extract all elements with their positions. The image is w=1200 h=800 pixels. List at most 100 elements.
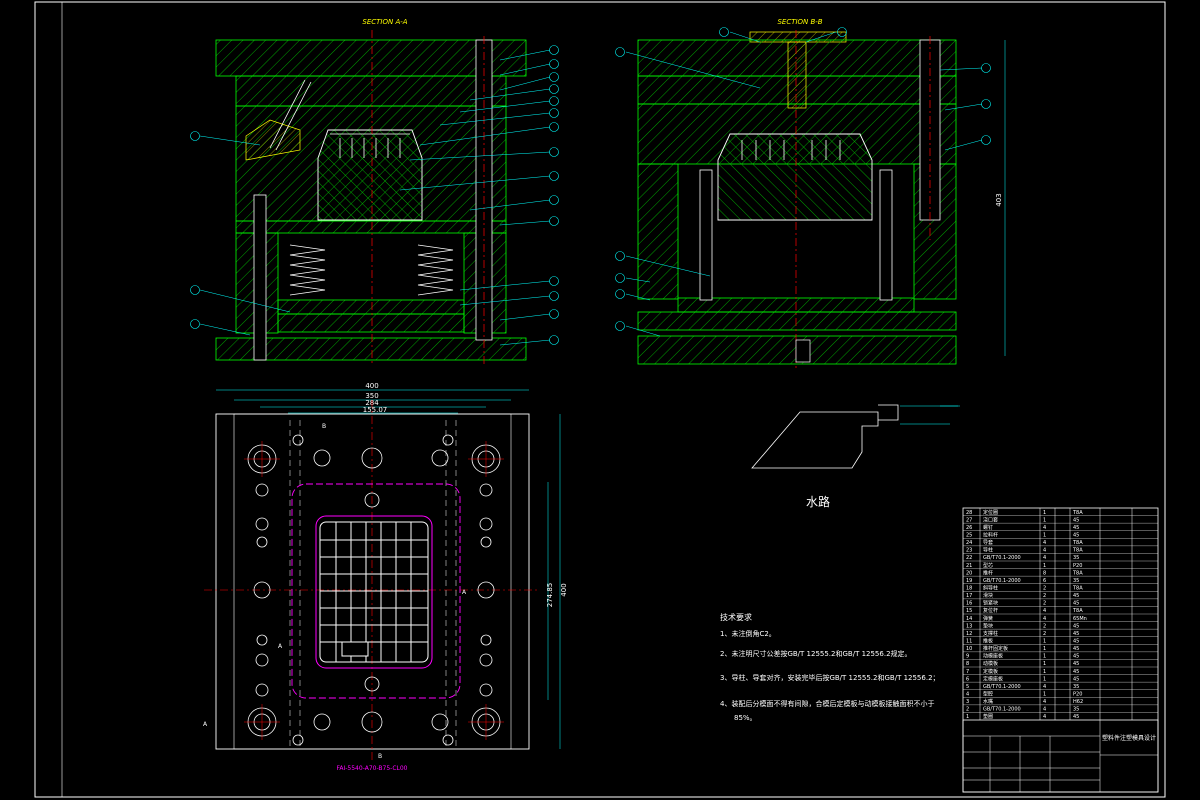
bom-cell-no: 8	[966, 661, 969, 667]
bom-cell-mat: P20	[1073, 691, 1082, 697]
notes-title: 技术要求	[720, 612, 752, 622]
bom-cell-qty: 4	[1043, 608, 1046, 614]
cut-a-right: A	[462, 589, 467, 596]
bom-cell-no: 23	[966, 548, 972, 554]
bom-cell-name: 导柱	[983, 547, 993, 554]
bom-cell-mat: 45	[1073, 669, 1079, 675]
bom-cell-qty: 2	[1043, 585, 1046, 591]
bom-cell-name: 推杆固定板	[983, 645, 1008, 652]
bom-cell-qty: 4	[1043, 699, 1046, 705]
bom-cell-mat: 45	[1073, 593, 1079, 599]
notes-item-4: 4、装配后分模面不得有间隙，合模后定模板与动模板接触面积不小于	[720, 699, 934, 708]
bom-cell-qty: 4	[1043, 684, 1046, 690]
bom-cell-no: 9	[966, 654, 969, 660]
bom-cell-mat: 45	[1073, 601, 1079, 607]
bom-cell-no: 24	[966, 540, 972, 546]
water-circuit: 水路	[751, 404, 960, 509]
bom-cell-qty: 4	[1043, 714, 1046, 720]
bom-cell-qty: 1	[1043, 563, 1046, 569]
bom-cell-mat: T8A	[1072, 540, 1083, 546]
bom-cell-qty: 6	[1043, 578, 1046, 584]
bom-cell-name: GB/T70.1-2000	[983, 707, 1021, 713]
bom-cell-no: 26	[966, 525, 972, 531]
bom-cell-mat: T8A	[1072, 548, 1083, 554]
bom-cell-qty: 4	[1043, 540, 1046, 546]
bom-cell-qty: 1	[1043, 646, 1046, 652]
bom-cell-no: 2	[966, 707, 969, 713]
technical-notes: 技术要求 1、未注倒角C2。 2、未注明尺寸公差按GB/T 12555.2和GB…	[720, 612, 940, 722]
bom-cell-mat: T8A	[1072, 570, 1083, 576]
bom-cell-name: GB/T70.1-2000	[983, 578, 1021, 584]
inner-border	[61, 1, 1166, 798]
bom-cell-no: 21	[966, 563, 972, 569]
bom-cell-qty: 1	[1043, 691, 1046, 697]
bom-title: 塑料件注塑模具设计	[1102, 734, 1156, 742]
bom-cell-name: GB/T70.1-2000	[983, 555, 1021, 561]
bom-cell-name: 复位杆	[983, 607, 998, 614]
bom-cell-no: 18	[966, 585, 972, 591]
bom-cell-mat: 35	[1073, 578, 1079, 584]
bom-cell-qty: 1	[1043, 638, 1046, 644]
bom-cell-mat: P20	[1073, 563, 1082, 569]
section-b-b: SECTION B-B 403	[615, 18, 1006, 368]
bom-cell-qty: 2	[1043, 593, 1046, 599]
bom-cell-no: 14	[966, 616, 972, 622]
bom-cell-name: 斜导柱	[983, 584, 998, 591]
bom-cell-no: 5	[966, 684, 969, 690]
bom-cell-no: 15	[966, 608, 972, 614]
water-label: 水路	[806, 494, 830, 509]
bom-cell-qty: 1	[1043, 661, 1046, 667]
section-a-title: SECTION A-A	[362, 18, 407, 26]
bom-cell-qty: 1	[1043, 669, 1046, 675]
bom-cell-name: 动模座板	[983, 653, 1003, 660]
cut-a-outer: A	[203, 721, 208, 728]
bom-cell-name: 动模板	[983, 660, 998, 667]
bom-cell-mat: 45	[1073, 623, 1079, 629]
bom-cell-qty: 1	[1043, 517, 1046, 523]
bom-cell-qty: 2	[1043, 623, 1046, 629]
section-a-a: SECTION A-A	[190, 18, 559, 365]
bom-cell-no: 1	[966, 714, 969, 720]
bom-cell-qty: 1	[1043, 532, 1046, 538]
bom-cell-qty: 4	[1043, 548, 1046, 554]
bom-cell-no: 6	[966, 676, 969, 682]
bom-cell-name: 型腔	[983, 690, 993, 697]
bom-cell-name: 型芯	[983, 562, 993, 569]
bom-cell-name: GB/T70.1-2000	[983, 684, 1021, 690]
bom-cell-mat: T8A	[1072, 510, 1083, 516]
dim-overall: 400	[365, 382, 378, 390]
bom-cell-name: 推杆	[983, 569, 993, 576]
bom-cell-mat: 45	[1073, 654, 1079, 660]
bom-cell-no: 16	[966, 601, 972, 607]
bom-cell-mat: 45	[1073, 661, 1079, 667]
bom-cell-no: 13	[966, 623, 972, 629]
bom-cell-name: 拉料杆	[983, 531, 998, 538]
bom-cell-no: 11	[966, 638, 972, 644]
bom-cell-qty: 2	[1043, 601, 1046, 607]
notes-item-2: 2、未注明尺寸公差按GB/T 12555.2和GB/T 12556.2规定。	[720, 649, 912, 658]
bom-cell-name: 弹簧	[983, 615, 993, 622]
bom-cell-no: 19	[966, 578, 972, 584]
bom-cell-mat: 45	[1073, 676, 1079, 682]
bom-cell-no: 27	[966, 517, 972, 523]
bom-cell-qty: 4	[1043, 555, 1046, 561]
bom-cell-name: 定位圈	[983, 509, 998, 516]
bom-cell-name: 导套	[983, 539, 993, 546]
bom-cell-qty: 1	[1043, 676, 1046, 682]
bom-cell-mat: 45	[1073, 646, 1079, 652]
bom-cell-qty: 1	[1043, 654, 1046, 660]
plan-view: 400 350 284 155.07 400 274.85 B B A A A	[203, 382, 568, 772]
dim-155: 155.07	[363, 406, 388, 414]
notes-item-5: 85%。	[734, 714, 757, 722]
bom-cell-no: 3	[966, 699, 969, 705]
bom-cell-mat: 35	[1073, 707, 1079, 713]
section-b-title: SECTION B-B	[777, 18, 822, 26]
bom-cell-no: 25	[966, 532, 972, 538]
bom-cell-mat: 35	[1073, 555, 1079, 561]
bom-cell-qty: 4	[1043, 707, 1046, 713]
bom-cell-mat: T8A	[1072, 585, 1083, 591]
bom-cell-qty: 4	[1043, 616, 1046, 622]
bom-cell-name: 浇口套	[983, 516, 998, 523]
